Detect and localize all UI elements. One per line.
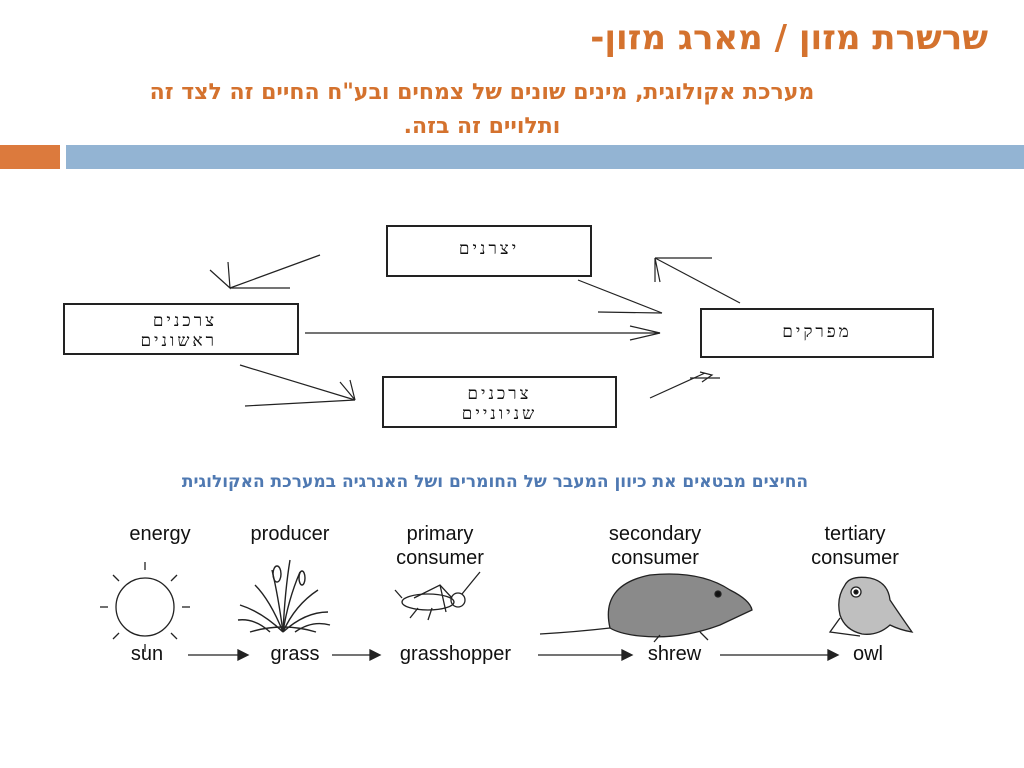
shrew-icon	[539, 573, 753, 643]
box-producers: יצרנים	[386, 225, 592, 277]
chain-level-label-producer: producer	[250, 523, 330, 545]
chain-level-label-secondary: secondary consumer	[608, 523, 702, 569]
accent-bar-orange	[0, 145, 60, 169]
arrow-secondary-to-decomposers	[649, 372, 706, 399]
primary-label-line-2: ראשונים	[140, 331, 217, 351]
box-primary-consumers: צרכנים ראשונים	[63, 303, 299, 355]
arrow-producers-to-primary	[229, 254, 321, 289]
arrow-producers-to-decomposers	[577, 279, 663, 314]
grasshopper-icon	[394, 571, 481, 621]
primary-label-line-1: צרכנים	[152, 311, 217, 331]
secondary-label-line-2: שניוניים	[461, 404, 538, 424]
slide-title: שרשרת מזון / מארג מזון-	[590, 18, 988, 58]
diagram-caption: החיצים מבטאים את כיוון המעבר של החומרים …	[181, 472, 809, 492]
grass-icon	[237, 559, 331, 633]
chain-level-label-tertiary: tertiary consumer	[811, 523, 899, 569]
subtitle-line-2: ותלויים זה בזה.	[403, 114, 561, 139]
organism-name-grass: grass	[270, 643, 320, 665]
organism-name-sun: sun	[130, 643, 164, 665]
organism-name-shrew: shrew	[647, 643, 702, 665]
sun-icon	[100, 562, 190, 652]
subtitle-line-1: מערכת אקולוגית, מינים שונים של צמחים ובע…	[149, 80, 815, 105]
box-decomposers: מפרקים	[700, 308, 934, 358]
food-chain-arrows	[188, 648, 840, 662]
producers-label: יצרנים	[458, 239, 520, 259]
chain-level-label-energy: energy	[129, 523, 191, 545]
chain-level-label-primary: primary consumer	[396, 523, 484, 569]
box-secondary-consumers: צרכנים שניוניים	[382, 376, 617, 428]
arrow-primary-to-secondary	[239, 364, 356, 401]
arrow-decomposers-to-producers	[654, 257, 741, 304]
owl-icon	[828, 576, 914, 637]
organism-name-grasshopper: grasshopper	[399, 643, 512, 665]
accent-bar-blue	[66, 145, 1024, 169]
secondary-label-line-1: צרכנים	[467, 384, 532, 404]
decomposers-label: מפרקים	[782, 322, 852, 342]
organism-name-owl: owl	[852, 643, 883, 665]
slide-subtitle: מערכת אקולוגית, מינים שונים של צמחים ובע…	[20, 76, 944, 144]
